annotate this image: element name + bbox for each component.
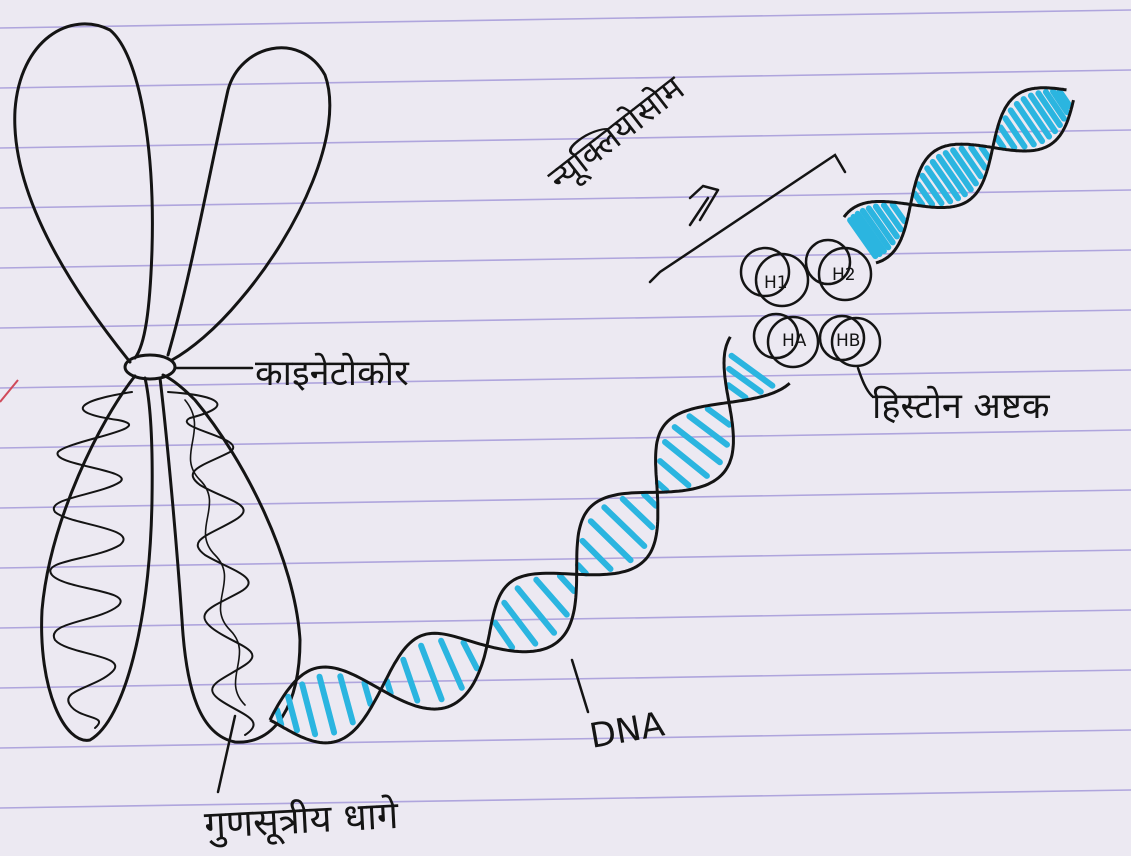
chromatin-thread-label: गुणसूत्रीय धागे (203, 793, 400, 849)
base-pair (277, 710, 281, 724)
base-pair (982, 147, 989, 158)
base-pair (658, 483, 667, 491)
histone-label-ha: HA (782, 331, 807, 351)
lower-right-arm (160, 375, 300, 742)
base-pair (997, 138, 1004, 148)
nucleosome-label: न्यूक्लियोसोम (541, 68, 693, 200)
base-pair (732, 356, 773, 386)
base-pair (421, 646, 442, 700)
centromere (125, 355, 175, 379)
base-pair (403, 660, 417, 701)
base-pair (644, 494, 656, 505)
chromatin-coil-right-inner (185, 400, 245, 705)
dna-pointer (572, 660, 588, 712)
nucleosome-bracket (650, 155, 845, 282)
base-pair (915, 194, 923, 205)
histone-octamer-label: हिस्टोन अष्टक (872, 385, 1051, 427)
dna-label: DNA (587, 704, 668, 756)
base-pair (495, 623, 512, 648)
chromatin-coil-left (50, 392, 132, 728)
base-pair (728, 385, 745, 397)
pointer-lines (176, 368, 872, 792)
base-pair (320, 677, 335, 733)
histone-label-h1: H1 (764, 273, 788, 293)
base-pair (560, 576, 574, 591)
base-pair (536, 580, 567, 615)
base-pair (660, 461, 688, 485)
upper-left-arm (15, 24, 153, 362)
histone-pointer (858, 368, 872, 396)
kinetochore-label: काइनेटोकोर (255, 352, 410, 394)
chromatin-pointer (218, 716, 235, 792)
base-pair (302, 684, 315, 734)
margin-mark (0, 380, 18, 402)
base-pair (708, 409, 730, 425)
base-pair (464, 643, 477, 669)
base-pair (364, 683, 370, 704)
histone-label-h2: H2 (832, 265, 856, 285)
base-pair (288, 697, 297, 730)
base-pair (583, 541, 611, 569)
histone-label-hb: HB (836, 331, 860, 351)
base-pair (623, 499, 653, 527)
base-pair (578, 565, 586, 573)
base-pair (387, 681, 391, 693)
